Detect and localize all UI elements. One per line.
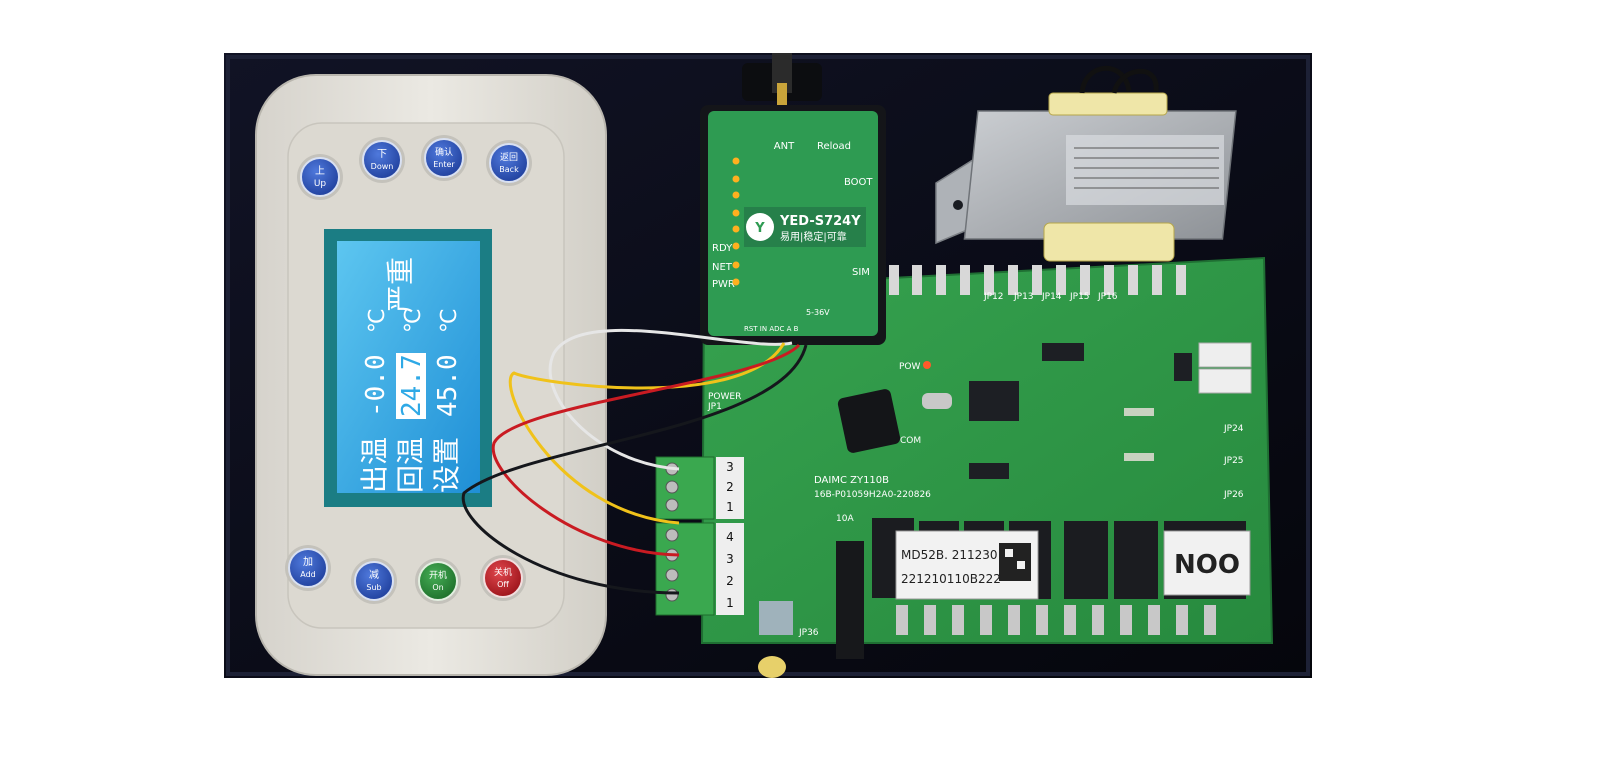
down-button-cn: 下: [377, 149, 387, 160]
enter-button-cn: 确认: [435, 146, 453, 158]
terminal-bottom-1: 3: [726, 552, 734, 566]
svg-text:Y: Y: [754, 221, 765, 236]
noo-sticker: NOO: [1163, 530, 1251, 596]
up-button-cn: 上: [315, 165, 325, 177]
on-button[interactable]: 开机 On: [415, 558, 461, 604]
wires: [461, 328, 808, 595]
jp-label-3: JP15: [1069, 292, 1090, 302]
jp-label-4: JP16: [1097, 292, 1118, 302]
lcd-text: 出温 -0.0 ℃ 回温 24.7 ℃ 设置 45.0 ℃ 严重: [358, 257, 463, 493]
terminal-bottom-0: 4: [726, 530, 734, 544]
serial-sticker: MD52B. 211230 221210110B222: [895, 530, 1039, 600]
lcd-row3-value: 45.0: [433, 354, 463, 417]
terminal-block: 3 2 1 4 3 2 1: [655, 456, 744, 616]
enter-button[interactable]: 确认 Enter: [421, 135, 467, 181]
main-pcb: JP12 JP13 JP14 JP15 JP16 JP24 JP25 JP26 …: [700, 256, 1274, 678]
off-button[interactable]: 关机 Off: [480, 555, 526, 601]
modem-terminal-labels: RST IN ADC A B: [744, 325, 799, 333]
terminal-top-1: 2: [726, 480, 734, 494]
off-button-en: Off: [497, 580, 509, 589]
jp-label-0: JP12: [983, 292, 1004, 302]
sub-button[interactable]: 减 Sub: [351, 558, 397, 604]
pow-label: POW: [899, 362, 921, 372]
jp1-label: JP1: [707, 402, 722, 412]
back-button-cn: 返回: [500, 151, 518, 163]
sim-label: SIM: [852, 267, 870, 278]
rdy-label: RDY: [712, 243, 733, 254]
svg-text:NOO: NOO: [1174, 550, 1240, 580]
lcd-row2-value: 24.7: [397, 354, 427, 417]
up-button[interactable]: 上 Up: [297, 154, 343, 200]
sticker-line1: MD52B. 211230: [901, 548, 998, 562]
terminal-bottom-3: 1: [726, 596, 734, 610]
terminal-bottom-2: 2: [726, 574, 734, 588]
terminal-top-2: 1: [726, 500, 734, 514]
lcd-row2-label: 回温: [394, 437, 427, 493]
controller-panel: 上 Up 下 Down 确认 Enter 返回 Back 出温 -0.0: [255, 74, 607, 676]
on-button-cn: 开机: [429, 569, 447, 581]
down-button[interactable]: 下 Down: [359, 137, 405, 183]
up-button-en: Up: [314, 179, 327, 189]
ant-label: ANT: [774, 141, 795, 152]
mcu-chip: [969, 381, 1019, 421]
modem-model: YED-S724Y: [779, 214, 861, 229]
jp-label-6: JP25: [1223, 456, 1244, 466]
enter-button-en: Enter: [433, 160, 455, 169]
reload-label: Reload: [817, 141, 851, 152]
modem: ANT Reload BOOT RDY NET PWR SIM 5-36V RS…: [700, 53, 886, 345]
board-model: DAIMC ZY110B: [814, 475, 889, 486]
lcd-status: 严重: [384, 257, 417, 313]
net-label: NET: [712, 262, 733, 273]
sub-button-en: Sub: [366, 583, 381, 592]
board-part: 16B-P01059H2A0-220826: [814, 490, 931, 500]
lcd-row3-unit: ℃: [437, 308, 462, 333]
power-label: POWER: [708, 392, 741, 402]
lcd-row3-label: 设置: [430, 437, 463, 493]
back-button[interactable]: 返回 Back: [486, 140, 532, 186]
pwr-label: PWR: [712, 279, 735, 290]
relay-current: 10A: [836, 514, 854, 524]
lcd-row1-value: -0.0: [361, 354, 391, 417]
lcd-row1-label: 出温: [358, 437, 391, 493]
lcd-row1-unit: ℃: [365, 308, 390, 333]
voltage-label: 5-36V: [806, 308, 830, 317]
jp36-label: JP36: [798, 628, 819, 638]
jp-label-5: JP24: [1223, 424, 1244, 434]
jp-label-7: JP26: [1223, 490, 1244, 500]
add-button-cn: 加: [303, 556, 313, 568]
sub-button-cn: 减: [369, 569, 379, 581]
lcd-row2-unit: ℃: [401, 308, 426, 333]
back-button-en: Back: [499, 165, 519, 174]
on-button-en: On: [432, 583, 443, 592]
add-button-en: Add: [300, 570, 316, 579]
terminal-top-0: 3: [726, 460, 734, 474]
modem-slogan: 易用|稳定|可靠: [780, 230, 847, 243]
boot-label: BOOT: [844, 177, 873, 188]
com-label: COM: [900, 436, 921, 446]
jp-label-2: JP14: [1041, 292, 1062, 302]
sticker-line2: 221210110B222: [901, 572, 1001, 586]
jp-label-1: JP13: [1013, 292, 1034, 302]
add-button[interactable]: 加 Add: [285, 545, 331, 591]
device-photo: 上 Up 下 Down 确认 Enter 返回 Back 出温 -0.0: [224, 53, 1312, 678]
off-button-cn: 关机: [494, 566, 512, 578]
transformer: [935, 65, 1237, 262]
capacitor: [837, 389, 901, 453]
down-button-en: Down: [371, 162, 394, 171]
